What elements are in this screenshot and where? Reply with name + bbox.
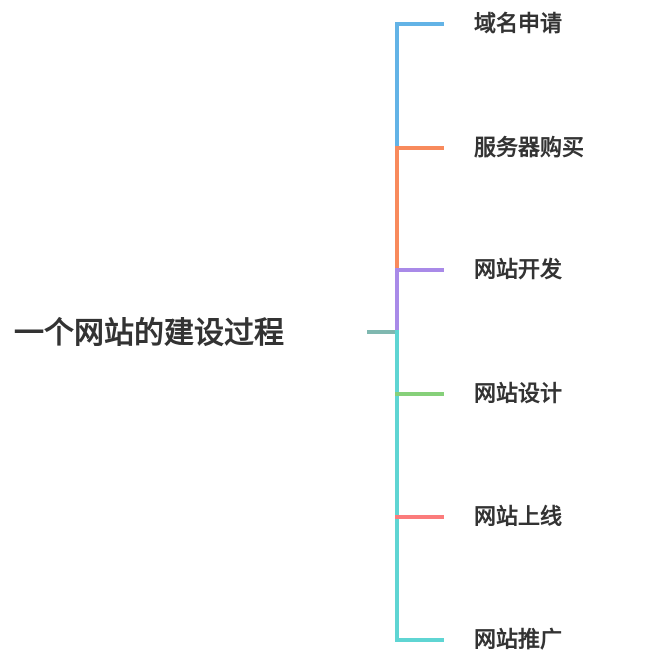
child-node-development[interactable]: 网站开发 [474, 258, 563, 283]
child-node-server[interactable]: 服务器购买 [474, 136, 585, 161]
child-node-launch[interactable]: 网站上线 [474, 505, 563, 530]
root-node[interactable]: 一个网站的建设过程 [14, 316, 284, 351]
child-node-design[interactable]: 网站设计 [474, 382, 563, 407]
child-node-promotion[interactable]: 网站推广 [474, 628, 563, 653]
child-node-domain[interactable]: 域名申请 [474, 12, 563, 37]
